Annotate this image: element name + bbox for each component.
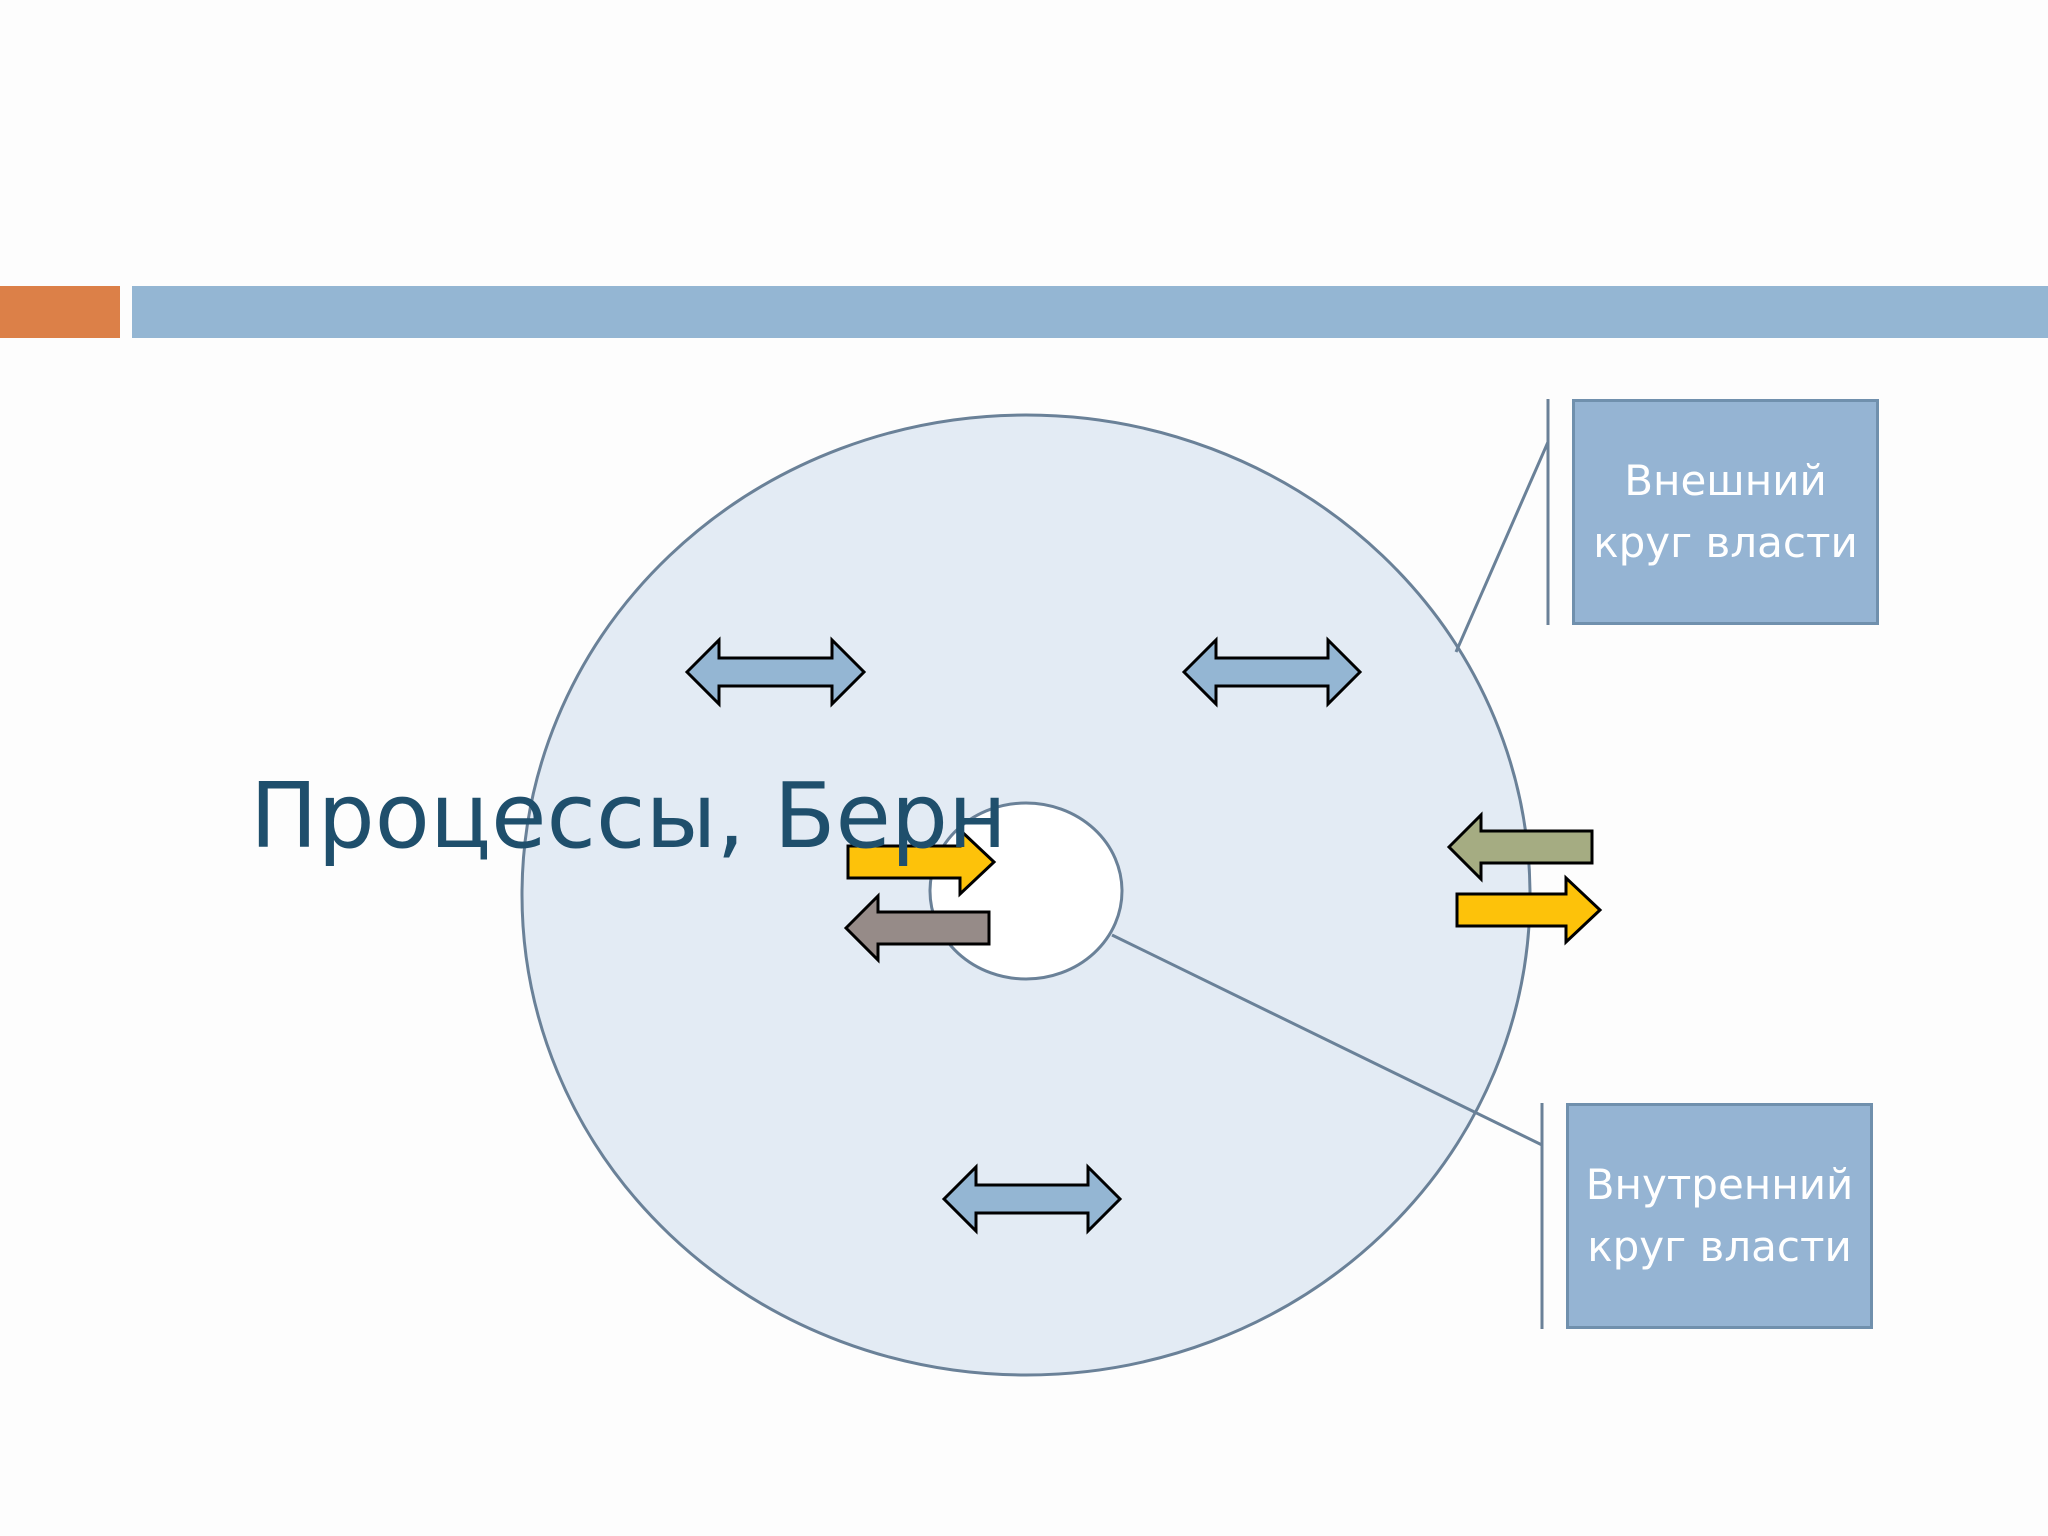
double-arrow-bottom	[941, 1163, 1123, 1235]
inner-label-line2: круг власти	[1587, 1222, 1852, 1271]
outer-label-line2: круг власти	[1593, 518, 1858, 567]
outer-label-line1: Внешний	[1624, 456, 1827, 505]
accent-bar	[0, 286, 120, 338]
inner-label-line1: Внутренний	[1585, 1160, 1854, 1209]
arrow-right-yellow-inner	[846, 826, 997, 898]
double-arrow-top-right	[1181, 636, 1363, 708]
slide-title: Процессы, Берн	[250, 764, 1007, 869]
inner-callout-line	[1111, 933, 1543, 1147]
header-bar	[132, 286, 2048, 338]
double-arrow-top-left	[684, 636, 867, 708]
outer-circle-label: Внешний круг власти	[1572, 399, 1879, 625]
arrow-right-yellow-outer	[1455, 874, 1603, 946]
arrow-left-olive-outer	[1446, 811, 1594, 883]
inner-circle-label: Внутренний круг власти	[1566, 1103, 1873, 1329]
arrow-left-gray-inner	[843, 892, 991, 964]
outer-callout-line	[1454, 441, 1550, 653]
